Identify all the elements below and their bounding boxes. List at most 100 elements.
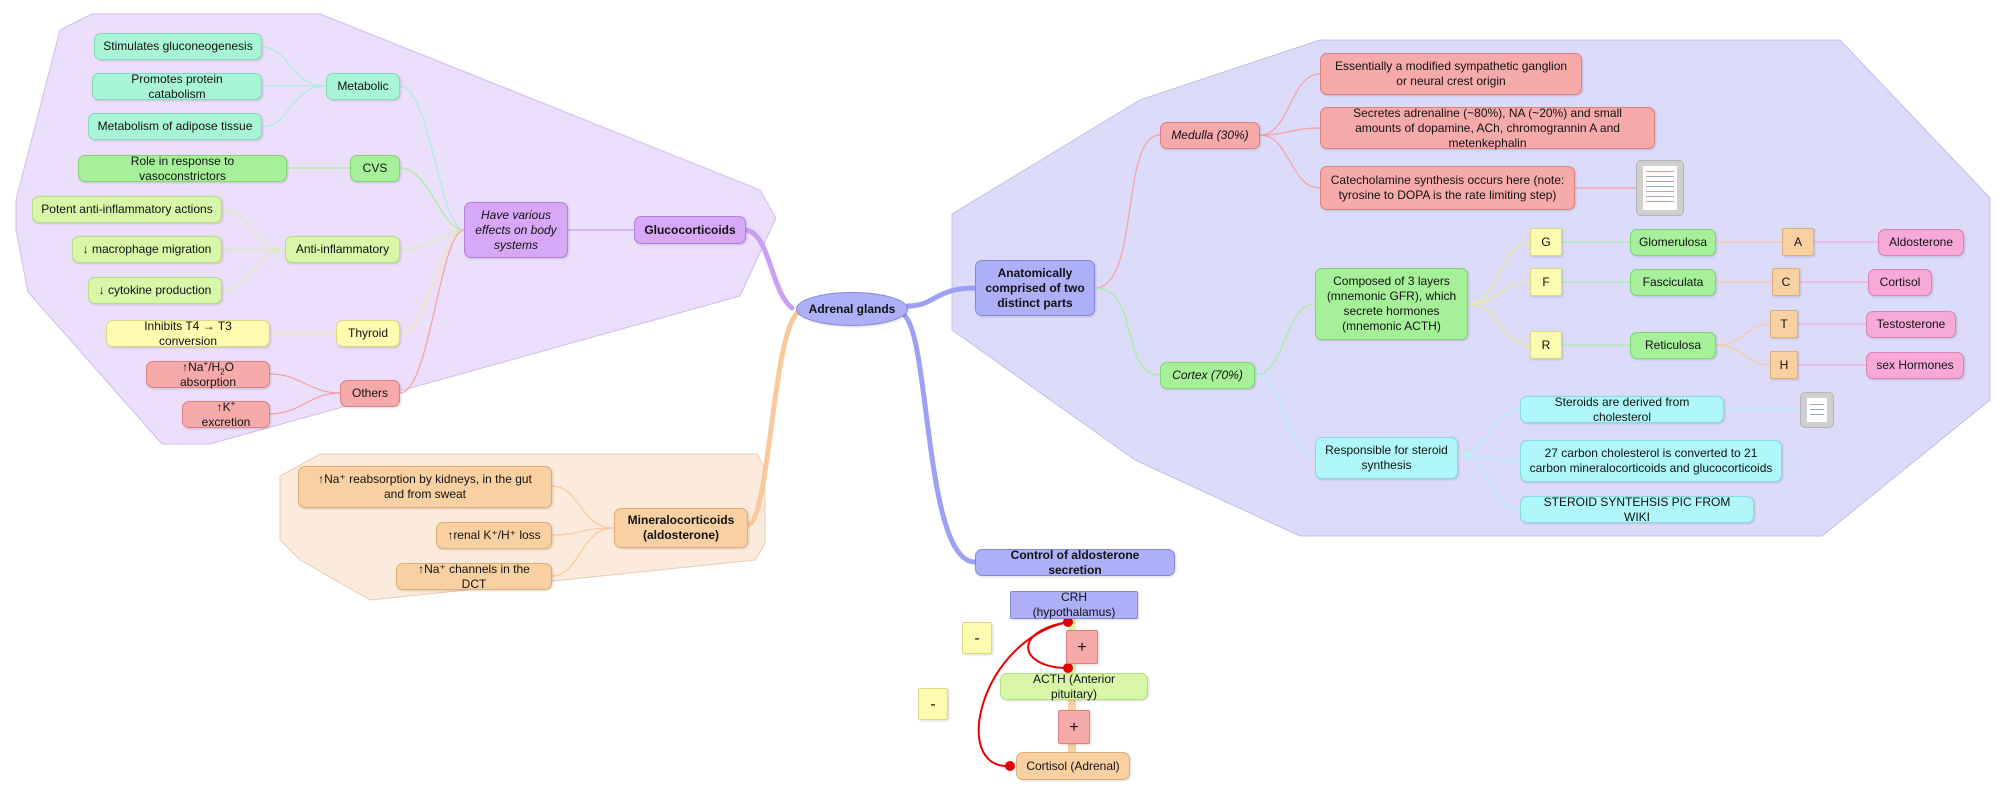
- metabolic-node[interactable]: Metabolic: [326, 73, 400, 100]
- t4-t3-conversion-node[interactable]: Inhibits T4 → T3 conversion: [106, 318, 270, 348]
- cortex-node[interactable]: Cortex (70%): [1160, 362, 1255, 389]
- control-aldosterone-node[interactable]: Control of aldosterone secretion: [975, 547, 1175, 577]
- testosterone-node[interactable]: Testosterone: [1866, 311, 1956, 338]
- na-h2o-absorption-label: ↑Na+/H2O absorption: [155, 358, 261, 390]
- cytokine-production-node[interactable]: ↓ cytokine production: [88, 277, 222, 304]
- protein-catabolism-node[interactable]: Promotes protein catabolism: [92, 71, 262, 101]
- secretes-adrenaline-node[interactable]: Secretes adrenaline (~80%), NA (~20%) an…: [1320, 105, 1655, 150]
- effects-label: Have various effects on body systems: [475, 207, 557, 252]
- glucocorticoids-label: Glucocorticoids: [644, 222, 736, 237]
- trunk-mineralocorticoids: [745, 309, 801, 528]
- steroid-image-thumbnail[interactable]: [1800, 392, 1834, 428]
- glomerulosa-node[interactable]: Glomerulosa: [1630, 229, 1716, 256]
- stimulation-plus-2: +: [1058, 710, 1090, 744]
- sympathetic-ganglion-label: Essentially a modified sympathetic gangl…: [1334, 59, 1568, 88]
- secretes-adrenaline-label: Secretes adrenaline (~80%), NA (~20%) an…: [1353, 105, 1622, 150]
- steroid-synthesis-pic-node[interactable]: STEROID SYNTEHSIS PIC FROM WIKI: [1520, 495, 1754, 524]
- anti-inflammatory-actions-node[interactable]: Potent anti-inflammatory actions: [32, 196, 222, 223]
- steroid-synthesis-label: Responsible for steroid synthesis: [1325, 443, 1448, 472]
- mineralocorticoids-node[interactable]: Mineralocorticoids (aldosterone): [614, 508, 748, 548]
- gluconeogenesis-node[interactable]: Stimulates gluconeogenesis: [94, 33, 262, 60]
- feedback-dot: [1063, 663, 1073, 673]
- letter-a-node[interactable]: A: [1782, 228, 1814, 256]
- cortisol-label: Cortisol: [1879, 275, 1921, 289]
- aldosterone-node[interactable]: Aldosterone: [1878, 229, 1964, 256]
- mineralocorticoids-label: Mineralocorticoids (aldosterone): [627, 513, 735, 542]
- vasoconstrictors-node[interactable]: Role in response to vasoconstrictors: [78, 154, 287, 183]
- letter-h-label: H: [1779, 357, 1789, 372]
- catecholamine-synthesis-node[interactable]: Catecholamine synthesis occurs here (not…: [1320, 166, 1575, 210]
- letter-g-node[interactable]: G: [1530, 228, 1562, 256]
- others-node[interactable]: Others: [340, 380, 400, 407]
- na-reabsorption-node[interactable]: ↑Na⁺ reabsorption by kidneys, in the gut…: [298, 466, 552, 508]
- cvs-label: CVS: [362, 161, 388, 175]
- document-icon: [1643, 166, 1677, 210]
- cytokine-production-label: ↓ cytokine production: [98, 283, 212, 297]
- cortisol-node[interactable]: Cortisol: [1868, 269, 1932, 296]
- reticulosa-node[interactable]: Reticulosa: [1630, 332, 1716, 359]
- thyroid-label: Thyroid: [347, 326, 388, 340]
- adipose-metabolism-node[interactable]: Metabolism of adipose tissue: [88, 113, 262, 140]
- three-layers-label: Composed of 3 layers (mnemonic GFR), whi…: [1326, 274, 1457, 333]
- plus-2-label: +: [1069, 718, 1079, 736]
- anti-inflammatory-actions-label: Potent anti-inflammatory actions: [41, 202, 213, 216]
- cvs-node[interactable]: CVS: [350, 155, 400, 182]
- crh-label: CRH (hypothalamus): [1032, 590, 1116, 619]
- na-h2o-absorption-node[interactable]: ↑Na+/H2O absorption: [146, 358, 270, 390]
- letter-t-node[interactable]: T: [1770, 310, 1798, 338]
- trunk-control: [902, 313, 978, 565]
- cholesterol-derived-node[interactable]: Steroids are derived from cholesterol: [1520, 394, 1724, 424]
- gluconeogenesis-label: Stimulates gluconeogenesis: [103, 39, 253, 53]
- k-suffix: excretion: [201, 414, 251, 429]
- na-h2o-mid: /H: [208, 359, 221, 374]
- fasciculata-node[interactable]: Fasciculata: [1630, 269, 1716, 296]
- letter-c-node[interactable]: C: [1772, 268, 1800, 296]
- carbon-conversion-label: 27 carbon cholesterol is converted to 21…: [1529, 446, 1773, 475]
- letter-c-label: C: [1781, 274, 1791, 289]
- anatomy-region: [951, 39, 1991, 537]
- na-h2o-sup: +: [203, 358, 209, 368]
- catecholamine-image-thumbnail[interactable]: [1636, 160, 1684, 216]
- cholesterol-derived-label: Steroids are derived from cholesterol: [1554, 394, 1690, 424]
- thyroid-node[interactable]: Thyroid: [336, 320, 400, 347]
- sex-hormones-label: sex Hormones: [1876, 358, 1954, 372]
- document-icon: [1807, 398, 1827, 422]
- effects-node[interactable]: Have various effects on body systems: [464, 202, 568, 258]
- letter-f-node[interactable]: F: [1530, 268, 1562, 296]
- root-label: Adrenal glands: [808, 301, 896, 316]
- sympathetic-ganglion-node[interactable]: Essentially a modified sympathetic gangl…: [1320, 53, 1582, 95]
- macrophage-migration-label: ↓ macrophage migration: [82, 242, 212, 256]
- crh-node[interactable]: CRH (hypothalamus): [1010, 590, 1138, 619]
- glucocorticoids-node[interactable]: Glucocorticoids: [634, 216, 746, 244]
- feedback-dot: [1005, 761, 1015, 771]
- cortisol-adrenal-node[interactable]: Cortisol (Adrenal): [1016, 752, 1130, 780]
- t4-t3-conversion-label: Inhibits T4 → T3 conversion: [144, 318, 232, 348]
- na-h2o-suffix: O absorption: [179, 359, 237, 389]
- anatomy-label: Anatomically comprised of two distinct p…: [985, 265, 1085, 310]
- sex-hormones-node[interactable]: sex Hormones: [1866, 352, 1964, 379]
- macrophage-migration-node[interactable]: ↓ macrophage migration: [72, 236, 222, 263]
- letter-r-node[interactable]: R: [1530, 331, 1562, 359]
- medulla-node[interactable]: Medulla (30%): [1160, 122, 1260, 149]
- letter-t-label: T: [1780, 316, 1788, 331]
- anti-inflammatory-label: Anti-inflammatory: [295, 242, 390, 256]
- na-channels-dct-node[interactable]: ↑Na⁺ channels in the DCT: [396, 562, 552, 591]
- trunk-glucocorticoids: [742, 227, 795, 311]
- testosterone-label: Testosterone: [1876, 317, 1946, 331]
- anatomy-node[interactable]: Anatomically comprised of two distinct p…: [975, 260, 1095, 316]
- root-node-adrenal-glands[interactable]: Adrenal glands: [796, 292, 908, 326]
- steroid-synthesis-node[interactable]: Responsible for steroid synthesis: [1315, 437, 1458, 479]
- carbon-conversion-node[interactable]: 27 carbon cholesterol is converted to 21…: [1520, 440, 1782, 482]
- letter-h-node[interactable]: H: [1770, 351, 1798, 379]
- protein-catabolism-label: Promotes protein catabolism: [131, 71, 223, 101]
- control-aldosterone-label: Control of aldosterone secretion: [1010, 547, 1140, 577]
- feedback-dot: [1063, 617, 1073, 627]
- medulla-label: Medulla (30%): [1171, 128, 1249, 142]
- acth-node[interactable]: ACTH (Anterior pituitary): [1000, 672, 1148, 701]
- three-layers-node[interactable]: Composed of 3 layers (mnemonic GFR), whi…: [1315, 268, 1468, 340]
- anti-inflammatory-node[interactable]: Anti-inflammatory: [285, 236, 400, 263]
- adipose-metabolism-label: Metabolism of adipose tissue: [97, 119, 253, 133]
- renal-k-h-loss-node[interactable]: ↑renal K⁺/H⁺ loss: [436, 522, 552, 549]
- k-excretion-node[interactable]: ↑K+ excretion: [182, 399, 270, 429]
